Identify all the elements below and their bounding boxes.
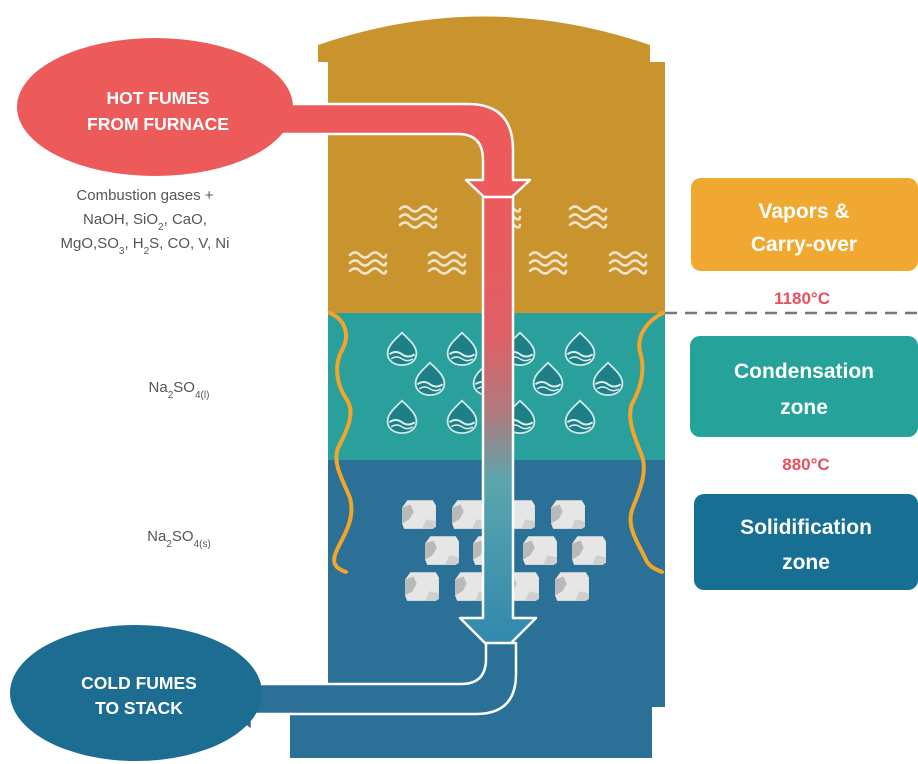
vertical-flow-arrow <box>458 195 538 658</box>
condensation-zone-line2: zone <box>780 396 828 419</box>
hot-fumes-ellipse <box>17 38 293 176</box>
crystal-icon <box>555 572 589 601</box>
vapor-zone-box: Vapors & Carry-over <box>691 178 918 271</box>
crystal-icon <box>425 536 459 565</box>
gases-line2: NaOH, SiO2, CaO, <box>83 211 207 233</box>
cold-fumes-label-line1: COLD FUMES <box>81 673 197 693</box>
hot-fumes-label-line1: HOT FUMES <box>106 88 209 108</box>
combustion-gases-note: Combustion gases + NaOH, SiO2, CaO, MgO,… <box>61 187 230 257</box>
liquid-sodium-sulfate-label: Na2SO4(l) <box>149 379 210 401</box>
crystal-icon <box>523 536 557 565</box>
gases-line1: Combustion gases + <box>76 187 213 204</box>
temperature-upper: 1180°C <box>774 289 830 308</box>
cold-fumes-label-line2: TO STACK <box>95 698 183 718</box>
vapor-zone-box-bg <box>691 178 918 271</box>
crystal-icon <box>452 500 486 529</box>
crystal-icon <box>572 536 606 565</box>
gases-line3: MgO,SO3, H2S, CO, V, Ni <box>61 235 230 257</box>
condensation-zone-box-bg <box>690 336 918 437</box>
crystal-icon <box>402 500 436 529</box>
vapor-zone-line1: Vapors & <box>758 200 849 223</box>
temperature-lower: 880°C <box>782 455 829 474</box>
hot-fumes-label-line2: FROM FURNACE <box>87 114 229 134</box>
cold-fumes-ellipse <box>10 625 262 761</box>
condensation-zone-line1: Condensation <box>734 360 874 383</box>
left-wall-deposit <box>328 311 354 574</box>
solidification-zone-line1: Solidification <box>740 516 872 539</box>
cold-fumes-outlet: COLD FUMES TO STACK <box>10 625 262 761</box>
hot-fumes-inlet: HOT FUMES FROM FURNACE <box>17 38 293 176</box>
solidification-zone-line2: zone <box>782 551 830 574</box>
crystal-icon <box>551 500 585 529</box>
vessel <box>290 16 665 758</box>
solid-sodium-sulfate-label: Na2SO4(s) <box>147 528 211 550</box>
solidification-zone-box-bg <box>694 494 918 590</box>
condensation-zone-box: Condensation zone <box>690 336 918 437</box>
solidification-zone-box: Solidification zone <box>694 494 918 590</box>
cold-fumes-flow-arrow <box>211 641 518 733</box>
crystal-icon <box>405 572 439 601</box>
right-wall-deposit <box>628 311 665 574</box>
hot-fumes-flow-arrow <box>260 102 532 212</box>
vapor-zone-line2: Carry-over <box>751 233 857 256</box>
